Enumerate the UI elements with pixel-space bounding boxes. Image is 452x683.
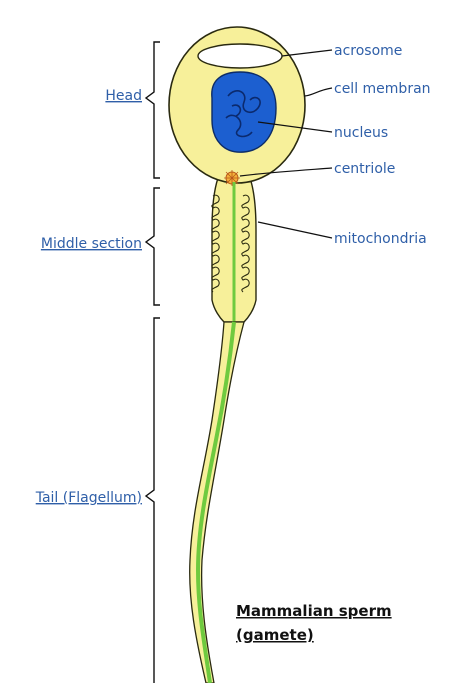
label-acrosome: acrosome: [334, 43, 402, 59]
leader-mitochondria: [258, 222, 332, 238]
label-middle-section: Middle section: [41, 236, 142, 252]
caption-line-1: Mammalian sperm: [236, 602, 392, 620]
nucleus: [212, 72, 276, 152]
label-tail: Tail (Flagellum): [35, 490, 142, 506]
leader-acrosome: [282, 50, 332, 56]
centriole: [224, 170, 240, 186]
brace-head: [146, 42, 160, 178]
label-centriole: centriole: [334, 161, 395, 177]
leader-cell-membrane: [304, 88, 332, 96]
label-head: Head: [105, 88, 142, 104]
label-mitochondria: mitochondria: [334, 231, 427, 247]
sperm-body: [169, 27, 305, 322]
caption-line-2: (gamete): [236, 626, 314, 644]
label-cell-membrane: cell membran: [334, 81, 431, 97]
brace-tail: [146, 318, 160, 683]
label-nucleus: nucleus: [334, 125, 388, 141]
brace-middle: [146, 188, 160, 305]
acrosome: [198, 44, 282, 68]
